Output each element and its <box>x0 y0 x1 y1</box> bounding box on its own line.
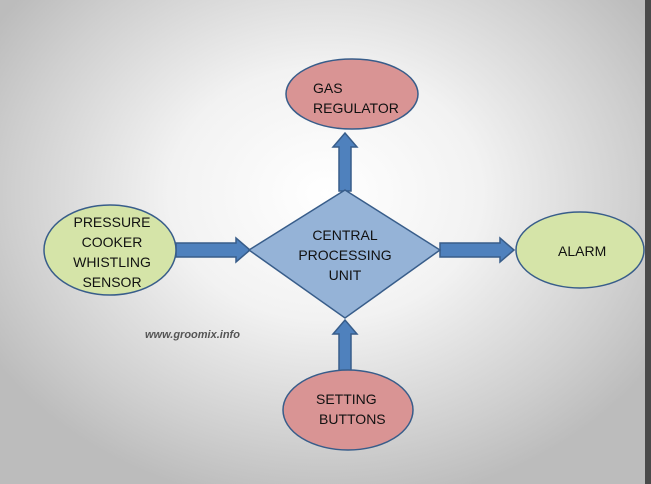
window-edge <box>645 0 651 484</box>
arrow-cpu-to-gas-regulator <box>331 131 359 192</box>
central-processing-unit-diamond <box>247 189 442 319</box>
pressure-sensor-line-4: SENSOR <box>82 274 142 290</box>
central-processing-unit-label: CENTRAL PROCESSING UNIT <box>297 225 393 285</box>
pressure-sensor-ellipse <box>43 204 177 296</box>
setting-buttons-ellipse <box>282 369 414 451</box>
pressure-sensor-line-1: PRESSURE <box>73 214 151 230</box>
gas-regulator-ellipse <box>285 58 419 130</box>
gas-regulator-line-2: REGULATOR <box>313 100 399 116</box>
cpu-line-2: PROCESSING <box>298 247 392 263</box>
setting-buttons-label: SETTING BUTTONS <box>316 389 396 429</box>
cpu-line-3: UNIT <box>328 267 362 283</box>
pressure-sensor-label: PRESSURE COOKER WHISTLING SENSOR <box>70 212 154 292</box>
alarm-ellipse <box>515 211 645 289</box>
arrow-buttons-to-cpu <box>331 318 359 377</box>
pressure-sensor-line-2: COOKER <box>81 234 143 250</box>
alarm-line-1: ALARM <box>558 243 607 259</box>
pressure-sensor-line-3: WHISTLING <box>73 254 151 270</box>
setting-buttons-line-2: BUTTONS <box>319 411 386 427</box>
setting-buttons-line-1: SETTING <box>316 391 377 407</box>
gas-regulator-label: GAS REGULATOR <box>313 78 403 118</box>
arrow-sensor-to-cpu <box>175 236 252 264</box>
arrow-cpu-to-alarm <box>439 236 516 264</box>
cpu-line-1: CENTRAL <box>312 227 378 243</box>
watermark-text: www.groomix.info <box>145 329 240 341</box>
gas-regulator-line-1: GAS <box>313 80 343 96</box>
alarm-label: ALARM <box>558 241 606 261</box>
